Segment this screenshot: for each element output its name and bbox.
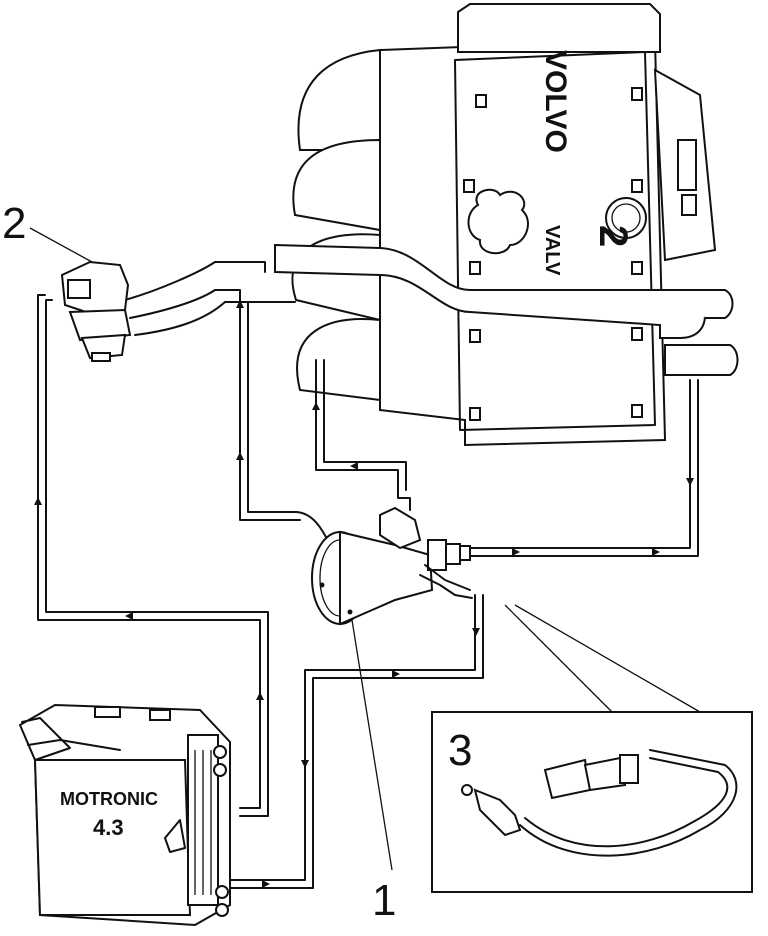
engine-brand-text: VOLVO — [539, 50, 572, 153]
flow-arrows — [34, 300, 694, 888]
callout-3: 3 — [448, 726, 472, 775]
cover-bolts — [463, 87, 643, 421]
callout-1: 1 — [372, 876, 396, 925]
ecu-unit: MOTRONIC 4.3 — [18, 703, 231, 927]
temperature-sensor — [461, 749, 738, 857]
engine-assembly: VOLVO 2 VALV — [274, 3, 739, 447]
oil-filler-cap — [467, 188, 529, 255]
solenoid-valve — [60, 260, 132, 362]
egr-valve — [311, 506, 473, 626]
ecu-version-text: 4.3 — [93, 815, 124, 840]
sensor-inset — [431, 604, 753, 893]
intake-manifold — [291, 48, 381, 402]
ecu-model-text: MOTRONIC — [60, 789, 158, 809]
vacuum-lines — [34, 261, 699, 889]
engine-top-box — [457, 3, 661, 53]
engine-cover-number: 2 — [591, 225, 635, 247]
callouts: 2 1 3 — [2, 199, 472, 925]
callout-2: 2 — [2, 199, 26, 248]
engine-cover-subtext: VALV — [541, 225, 563, 276]
